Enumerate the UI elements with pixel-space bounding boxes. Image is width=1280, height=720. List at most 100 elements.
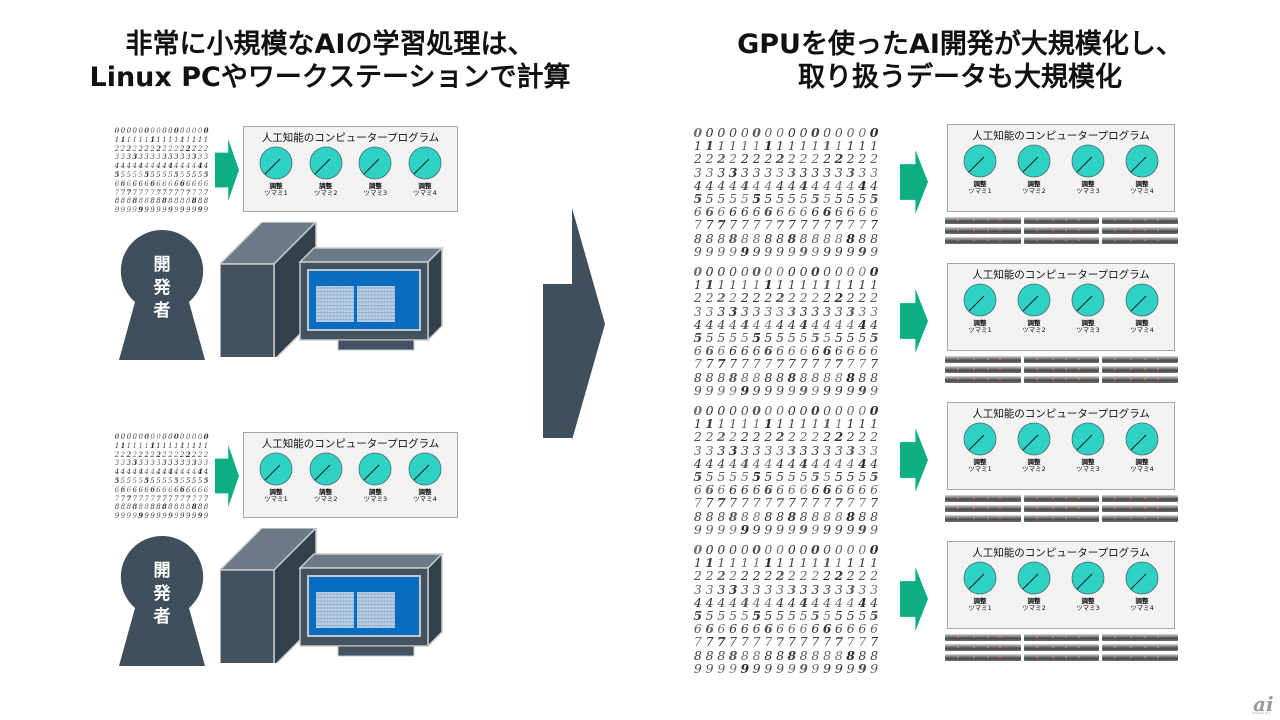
digit: 9 xyxy=(693,660,702,676)
digit: 0 xyxy=(846,542,855,557)
digit: 0 xyxy=(858,403,867,418)
digit: 3 xyxy=(752,442,761,458)
digit: 2 xyxy=(180,144,185,153)
adjust-knob-1[interactable]: 調整ツマミ1 xyxy=(962,144,998,195)
digit: 4 xyxy=(823,455,832,471)
digit: 1 xyxy=(752,416,761,432)
digit: 1 xyxy=(156,135,161,144)
digit: 7 xyxy=(144,494,149,503)
digit: 2 xyxy=(787,151,796,167)
digit: 0 xyxy=(823,403,832,418)
adjust-knob-2[interactable]: 調整ツマミ2 xyxy=(1016,144,1052,195)
adjust-knob-3[interactable]: 調整ツマミ3 xyxy=(1070,422,1106,473)
digit: 5 xyxy=(138,476,143,485)
digit: 4 xyxy=(811,455,820,471)
digit: 6 xyxy=(764,343,773,359)
digit: 4 xyxy=(126,162,132,171)
adjust-knob-4[interactable]: 調整ツマミ4 xyxy=(1124,422,1160,473)
digit: 1 xyxy=(174,135,179,144)
digit: 2 xyxy=(834,568,844,584)
digit: 9 xyxy=(729,660,738,676)
digit: 3 xyxy=(823,303,832,319)
digit: 0 xyxy=(846,264,855,279)
digit: 8 xyxy=(197,197,203,206)
adjust-knob-2[interactable]: 調整ツマミ2 xyxy=(308,146,344,197)
digit: 5 xyxy=(173,169,179,179)
digit: 6 xyxy=(132,485,138,494)
adjust-knob-3[interactable]: 調整ツマミ3 xyxy=(1070,144,1106,195)
digit: 3 xyxy=(705,303,714,319)
digit: 0 xyxy=(752,264,761,279)
adjust-knob-1[interactable]: 調整ツマミ1 xyxy=(258,452,294,503)
digit: 9 xyxy=(203,206,209,215)
digit: 3 xyxy=(870,303,879,319)
digit: 7 xyxy=(740,495,749,511)
digit: 2 xyxy=(174,144,179,153)
right-title-line2: 取り扱うデータも大規模化 xyxy=(798,62,1122,93)
adjust-knob-2[interactable]: 調整ツマミ2 xyxy=(1016,283,1052,334)
digit: 0 xyxy=(168,433,173,441)
digit: 9 xyxy=(776,243,785,259)
adjust-knob-2[interactable]: 調整ツマミ2 xyxy=(1016,422,1052,473)
adjust-knob-4[interactable]: 調整ツマミ4 xyxy=(407,146,443,197)
adjust-knob-3[interactable]: 調整ツマミ3 xyxy=(1070,283,1106,334)
digit: 3 xyxy=(799,164,808,180)
knob-name: ツマミ1 xyxy=(264,189,288,197)
adjust-knob-1[interactable]: 調整ツマミ1 xyxy=(962,561,998,612)
digit: 5 xyxy=(693,191,703,207)
adjust-knob-4[interactable]: 調整ツマミ4 xyxy=(1124,144,1160,195)
digit: 9 xyxy=(776,521,785,537)
digit: 2 xyxy=(846,290,855,306)
adjust-knob-4[interactable]: 調整ツマミ4 xyxy=(1124,283,1160,334)
adjust-knob-3[interactable]: 調整ツマミ3 xyxy=(1070,561,1106,612)
digit: 6 xyxy=(168,485,173,494)
digit: 7 xyxy=(811,356,820,372)
adjust-knob-1[interactable]: 調整ツマミ1 xyxy=(962,422,998,473)
digit: 3 xyxy=(126,459,132,468)
digit: 0 xyxy=(846,403,855,418)
digit: 9 xyxy=(185,206,191,215)
adjust-knob-3[interactable]: 調整ツマミ3 xyxy=(357,452,393,503)
digit: 6 xyxy=(185,485,191,494)
digit: 8 xyxy=(705,230,714,246)
digit: 0 xyxy=(693,542,703,557)
adjust-knob-4[interactable]: 調整ツマミ4 xyxy=(1124,561,1160,612)
digit: 4 xyxy=(870,594,879,610)
digit: 1 xyxy=(114,441,120,450)
adjust-knob-4[interactable]: 調整ツマミ4 xyxy=(407,452,443,503)
digit: 5 xyxy=(156,170,161,179)
left-title: 非常に小規模なAIの学習処理は、 Linux PCやワークステーションで計算 xyxy=(55,28,605,94)
adjust-knob-2[interactable]: 調整ツマミ2 xyxy=(1016,561,1052,612)
adjust-knob-1[interactable]: 調整ツマミ1 xyxy=(962,283,998,334)
digit: 4 xyxy=(764,177,773,193)
digit: 6 xyxy=(717,482,726,498)
knob-name: ツマミ2 xyxy=(313,189,338,197)
digit: 1 xyxy=(144,441,149,450)
digit: 1 xyxy=(693,277,702,293)
digit: 9 xyxy=(752,382,761,398)
digit: 4 xyxy=(787,177,796,193)
digit: 6 xyxy=(740,482,749,498)
knob-name: ツマミ2 xyxy=(1022,187,1046,195)
knob-name: ツマミ1 xyxy=(968,604,992,612)
adjust-knob-3[interactable]: 調整ツマミ3 xyxy=(357,146,393,197)
digit: 0 xyxy=(729,542,738,557)
rack-server xyxy=(1023,227,1100,234)
digit: 8 xyxy=(162,502,167,512)
digit: 2 xyxy=(775,290,785,306)
digit: 0 xyxy=(180,127,185,135)
digit: 8 xyxy=(740,230,749,246)
digit: 2 xyxy=(858,151,867,167)
digit: 2 xyxy=(858,429,867,445)
digit: 7 xyxy=(752,634,761,650)
digit: 8 xyxy=(799,230,808,246)
dial-icon xyxy=(408,146,442,180)
adjust-knob-2[interactable]: 調整ツマミ2 xyxy=(308,452,344,503)
developer-char: 発 xyxy=(153,278,171,298)
digit: 1 xyxy=(740,277,749,293)
digit: 4 xyxy=(138,161,144,171)
digit: 6 xyxy=(717,343,726,359)
digit: 5 xyxy=(729,469,738,485)
digit: 9 xyxy=(787,521,796,537)
adjust-knob-1[interactable]: 調整ツマミ1 xyxy=(258,146,294,197)
